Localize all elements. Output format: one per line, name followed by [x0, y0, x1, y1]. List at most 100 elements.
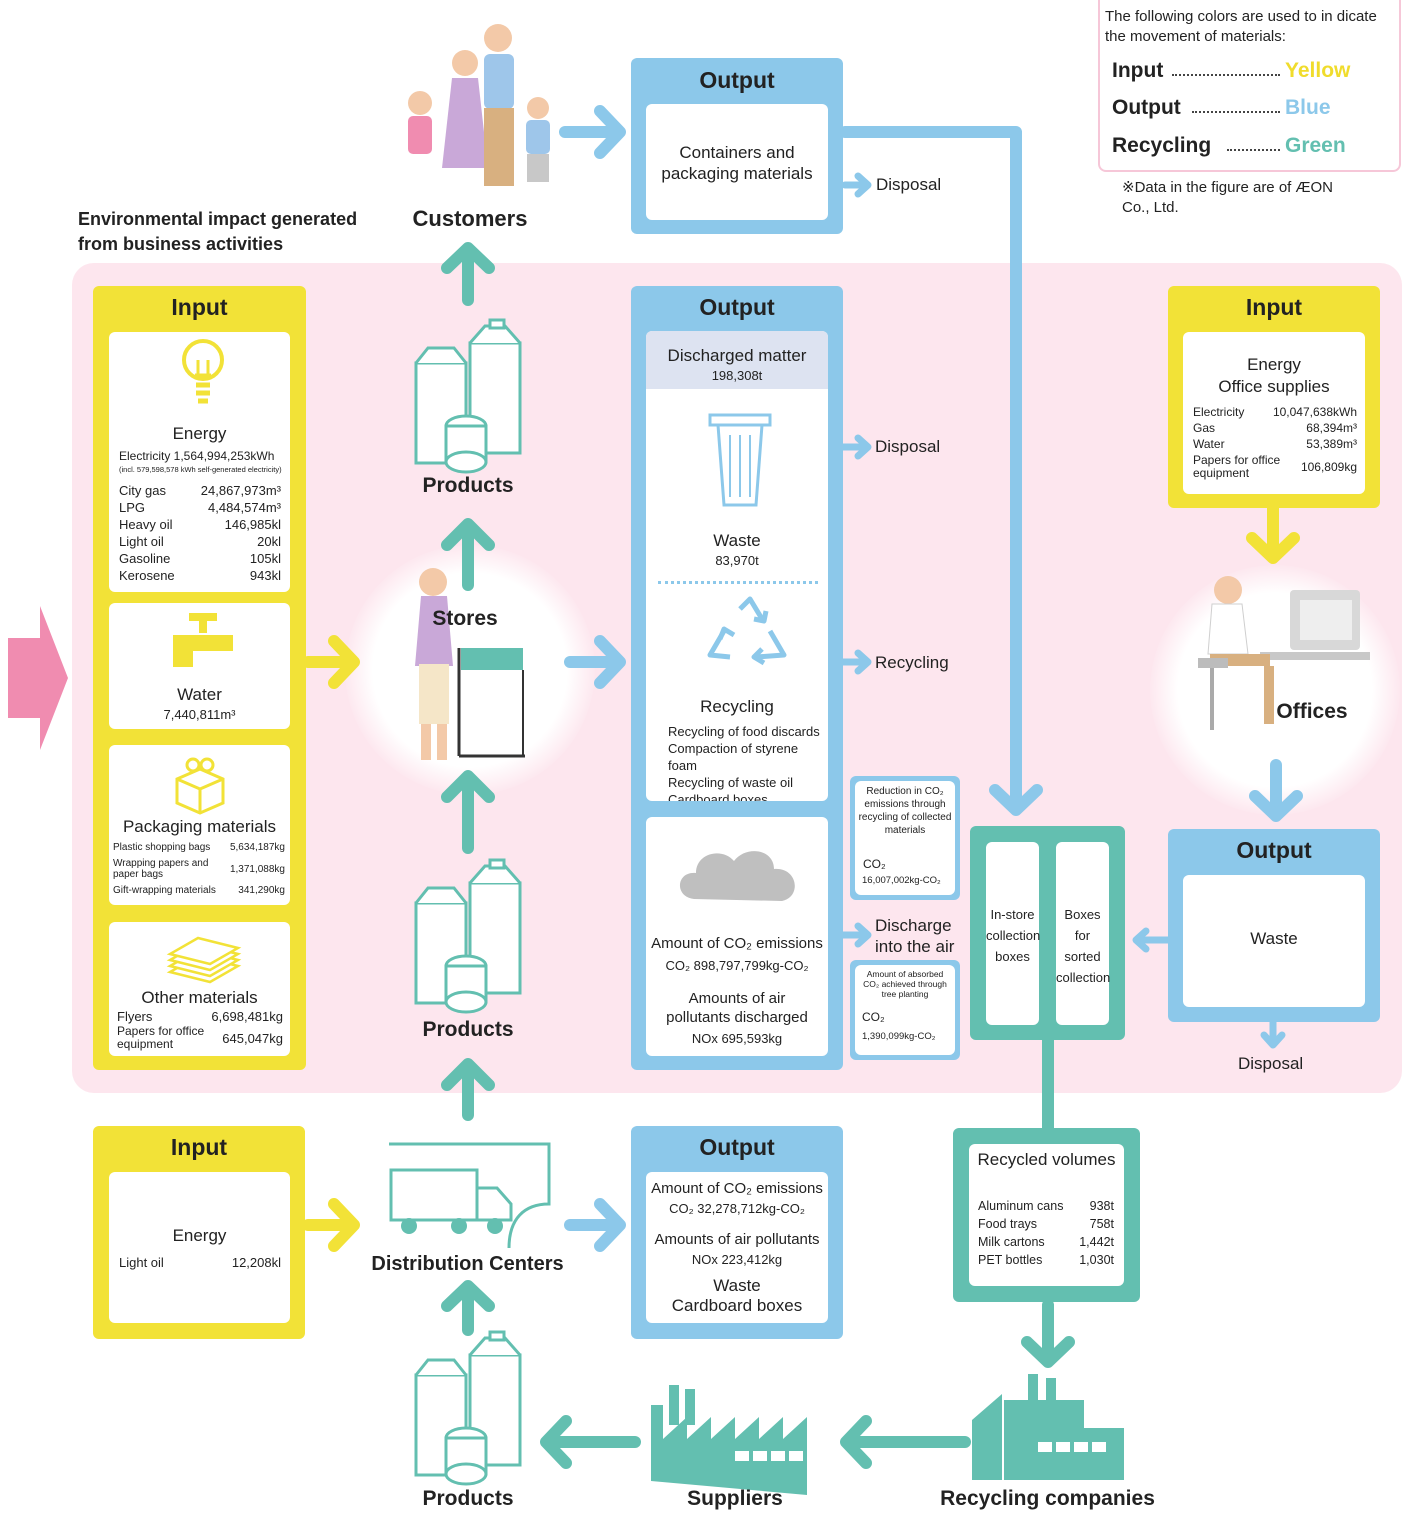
water-label: Water — [177, 685, 222, 704]
panel-title: Output — [1236, 837, 1312, 863]
row-value: 943kl — [249, 568, 281, 583]
co2-reduction-box: Reduction in CO₂ emissions through recyc… — [850, 776, 960, 900]
row-value: 758t — [1089, 1217, 1114, 1231]
containers-card: Containers and packaging materials — [646, 104, 828, 220]
suppliers-label: Suppliers — [687, 1487, 783, 1510]
office-worker-illustration — [1198, 576, 1370, 730]
containers-text: Containers and packaging materials — [661, 143, 813, 183]
office-supplies-label: Office supplies — [1218, 377, 1330, 396]
row-name: LPG — [119, 500, 146, 515]
dist-co2-label: Amount of CO₂ emissions — [651, 1180, 823, 1197]
office-rows: Electricity 10,047,638kWh Gas 68,394m³ Wat… — [1193, 404, 1357, 480]
customers-output-panel: Output Containers and packaging material… — [631, 58, 843, 234]
store-disposal-label: Disposal — [875, 437, 941, 456]
row-value: 341,290kg — [238, 885, 285, 896]
offices-label: Offices — [1276, 700, 1348, 723]
energy-card: Energy Electricity 1,564,994,253kWh (inc… — [109, 332, 290, 592]
waste-label: Waste — [713, 531, 761, 550]
recycled-card: Recycled volumes Aluminum cans 938t Food … — [969, 1144, 1124, 1286]
dist-air-label: Amounts of air pollutants — [654, 1231, 820, 1248]
legend-color-green: Green — [1285, 134, 1346, 157]
row-value: 1,030t — [1079, 1253, 1114, 1267]
legend-row-output: Output Blue — [1112, 96, 1397, 122]
recycled-row: Aluminum cans 938t — [978, 1197, 1114, 1215]
office-waste-card: Waste — [1183, 875, 1365, 1007]
row-name: Papers for office equipment — [117, 1024, 205, 1051]
dist-cardboard-label: Cardboard boxes — [671, 1296, 803, 1315]
stores-label: Stores — [432, 607, 498, 630]
products-label-upper: Products — [422, 474, 514, 497]
panel-title: Output — [699, 294, 775, 320]
row-value: 68,394m³ — [1306, 421, 1357, 435]
discharged-header — [646, 331, 828, 389]
row-value: 1,442t — [1079, 1235, 1114, 1249]
legend-dots — [1172, 74, 1280, 76]
row-name: Light oil — [119, 1255, 164, 1270]
office-waste-label: Waste — [1250, 929, 1298, 948]
recycling-companies-label: Recycling companies — [940, 1487, 1155, 1510]
energy-label: Energy — [172, 424, 227, 443]
row-value: 12,208kl — [231, 1255, 281, 1270]
products-icon — [414, 1330, 522, 1486]
row-value: 645,047kg — [222, 1030, 283, 1046]
row-name: Papers for office equipment — [1193, 453, 1281, 480]
row-value: 10,047,638kWh — [1272, 405, 1357, 419]
legend-color-blue: Blue — [1285, 96, 1331, 119]
products-icon — [414, 858, 522, 1014]
cloud-icon — [679, 851, 795, 901]
row-name: Flyers — [117, 1009, 153, 1024]
legend-term-output: Output — [1112, 96, 1181, 119]
reduction-value: 16,007,002kg-CO₂ — [862, 875, 941, 886]
row-value: 5,634,187kg — [229, 842, 285, 853]
dist-energy-label: Energy — [172, 1226, 227, 1245]
electricity-row: Electricity 1,564,994,253kWh — [119, 449, 275, 463]
other-row: Papers for office equipment 645,047kg — [117, 1025, 283, 1051]
legend-dots — [1227, 149, 1280, 151]
panel-title: Output — [699, 1134, 775, 1160]
water-card: Water 7,440,811m³ — [109, 603, 290, 729]
store-recycling-label: Recycling — [875, 653, 949, 672]
legend-note: The following colors are used to in dica… — [1105, 8, 1377, 45]
dist-waste-label: Waste — [713, 1276, 761, 1295]
co2-label: Amount of CO₂ emissions — [651, 935, 823, 952]
row-name: Gas — [1193, 421, 1216, 435]
office-row: Electricity 10,047,638kWh — [1193, 404, 1357, 420]
env-heading: Environmental impact generated from busi… — [78, 209, 358, 254]
row-name: Light oil — [119, 534, 164, 549]
absorbed-co2: CO₂ — [862, 1010, 885, 1024]
co2-absorbed-box: Amount of absorbed CO₂ achieved through … — [850, 960, 960, 1060]
row-name: Aluminum cans — [978, 1199, 1064, 1213]
suppliers-factory-icon — [651, 1385, 807, 1495]
panel-title: Output — [699, 67, 775, 93]
nox-value: NOx 695,593kg — [691, 1031, 783, 1046]
products-label-lower: Products — [422, 1018, 514, 1041]
row-name: City gas — [119, 483, 166, 498]
panel-title: Input — [171, 294, 228, 320]
absorbed-value: 1,390,099kg-CO₂ — [862, 1031, 936, 1042]
recycled-title: Recycled volumes — [977, 1150, 1116, 1169]
row-value: 4,484,574m³ — [208, 500, 281, 515]
customers-illustration — [408, 24, 550, 186]
row-value: 938t — [1089, 1199, 1114, 1213]
row-name: Electricity — [1193, 405, 1245, 419]
discharged-card: Discharged matter 198,308t Waste 83,970t… — [646, 331, 828, 801]
dist-nox-value: NOx 223,412kg — [691, 1252, 783, 1267]
row-name: Kerosene — [119, 568, 175, 583]
products-icon — [414, 318, 522, 474]
reduction-text: Reduction in CO₂ emissions through recyc… — [858, 786, 952, 836]
waste-value: 83,970t — [715, 553, 759, 568]
row-value: 20kl — [257, 534, 281, 549]
row-name: Food trays — [978, 1217, 1038, 1231]
customers-label: Customers — [412, 206, 528, 231]
instore-collection-card: In-store collection boxes — [986, 842, 1040, 1025]
row-value: 1,371,088kg — [229, 863, 285, 875]
